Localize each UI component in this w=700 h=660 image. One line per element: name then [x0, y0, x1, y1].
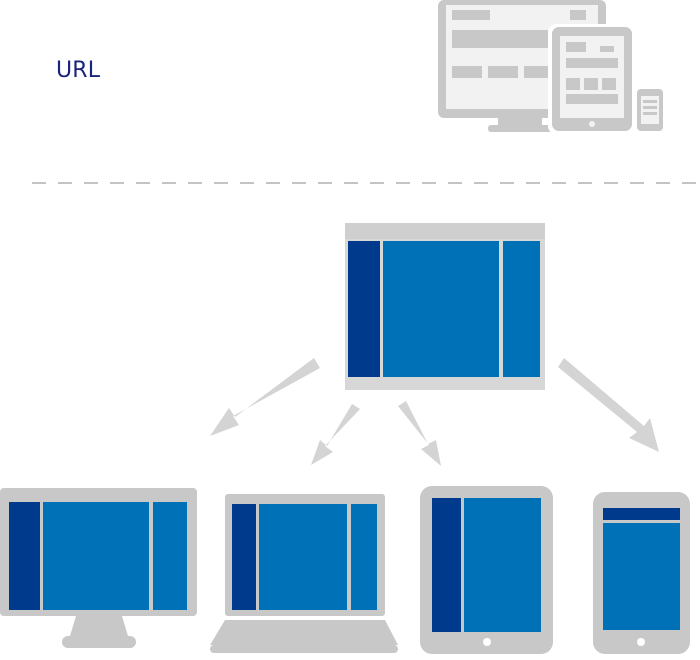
arrow-to-laptop	[311, 404, 360, 465]
arrows	[210, 358, 659, 466]
tablet-icon	[548, 24, 634, 134]
arrow-to-phone	[558, 358, 659, 452]
tablet-icon	[420, 486, 553, 654]
url-label: URL	[56, 58, 101, 83]
top-device-group	[438, 0, 666, 134]
desktop-monitor-icon	[0, 488, 197, 648]
laptop-icon	[210, 494, 398, 653]
arrow-to-tablet	[398, 401, 441, 466]
phone-icon	[634, 86, 666, 134]
arrow-to-desktop	[210, 358, 320, 436]
phone-icon	[593, 492, 690, 654]
browser-window-icon	[345, 223, 545, 390]
